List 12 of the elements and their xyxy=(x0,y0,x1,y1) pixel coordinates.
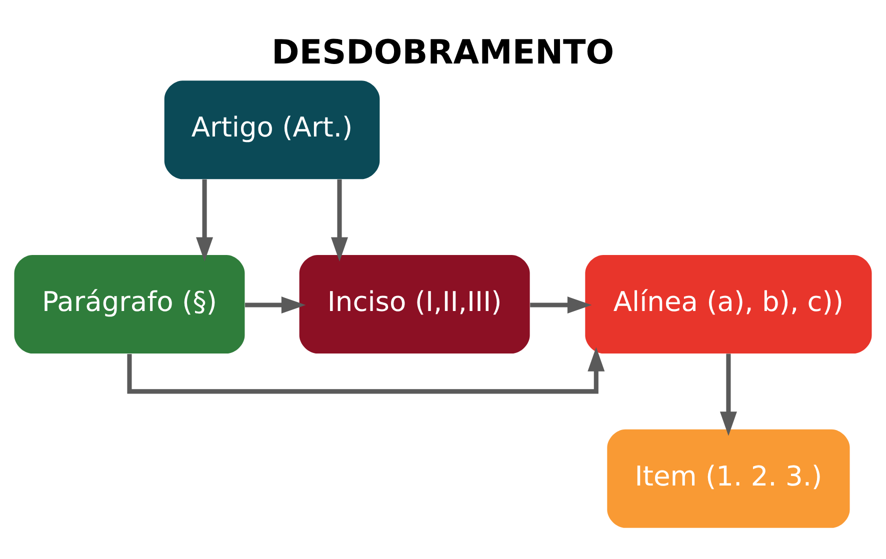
arrow xyxy=(196,178,214,262)
arrow xyxy=(127,346,605,394)
node-box: Artigo (Art.) xyxy=(164,80,380,179)
node-box: Inciso (I,II,III) xyxy=(299,254,530,354)
node-box: Item (1. 2. 3.) xyxy=(607,428,850,528)
arrow xyxy=(245,296,306,314)
node-box: Parágrafo (§) xyxy=(14,254,245,354)
diagram-title: DESDOBRAMENTO xyxy=(272,32,614,71)
arrow xyxy=(330,178,348,262)
arrow xyxy=(530,296,592,314)
arrow xyxy=(720,353,737,436)
node-box: Alínea (a), b), c)) xyxy=(585,254,872,354)
